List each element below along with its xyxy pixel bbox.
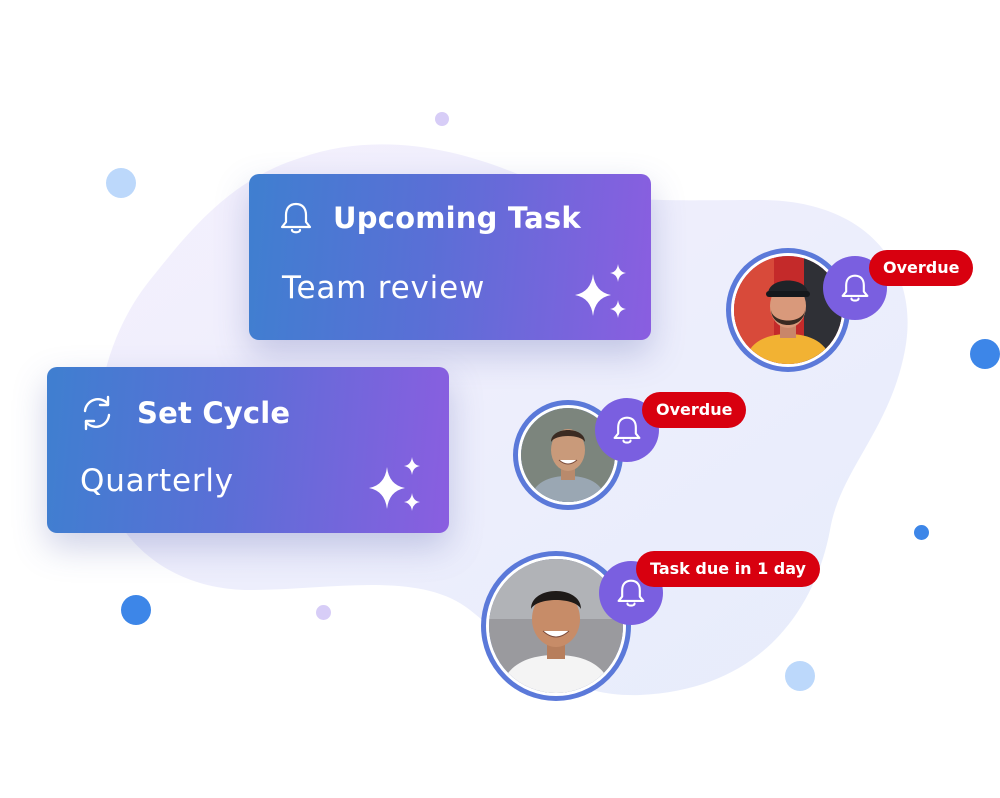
bell-icon [612,414,642,446]
decor-dot [316,605,331,620]
card-title: Upcoming Task [333,201,581,235]
bell-icon [279,200,313,236]
avatar [513,400,623,510]
card-subtitle: Team review [282,270,486,306]
upcoming-task-card[interactable]: Upcoming Task Team review [249,174,651,340]
decor-dot [435,112,449,126]
decor-dot [970,339,1000,369]
status-badge: Overdue [869,250,974,286]
status-badge: Task due in 1 day [636,551,820,587]
bell-icon [840,272,870,304]
decor-dot [914,525,929,540]
set-cycle-card[interactable]: Set Cycle Quarterly [47,367,449,533]
refresh-cycle-icon [77,393,117,433]
card-subtitle: Quarterly [80,463,234,499]
status-badge: Overdue [642,392,747,428]
card-title: Set Cycle [137,396,291,430]
bell-icon [616,577,646,609]
decor-dot [106,168,136,198]
decor-dot [121,595,151,625]
sparkle-icon [575,264,626,318]
decor-dot [785,661,815,691]
sparkle-icon [369,457,420,511]
